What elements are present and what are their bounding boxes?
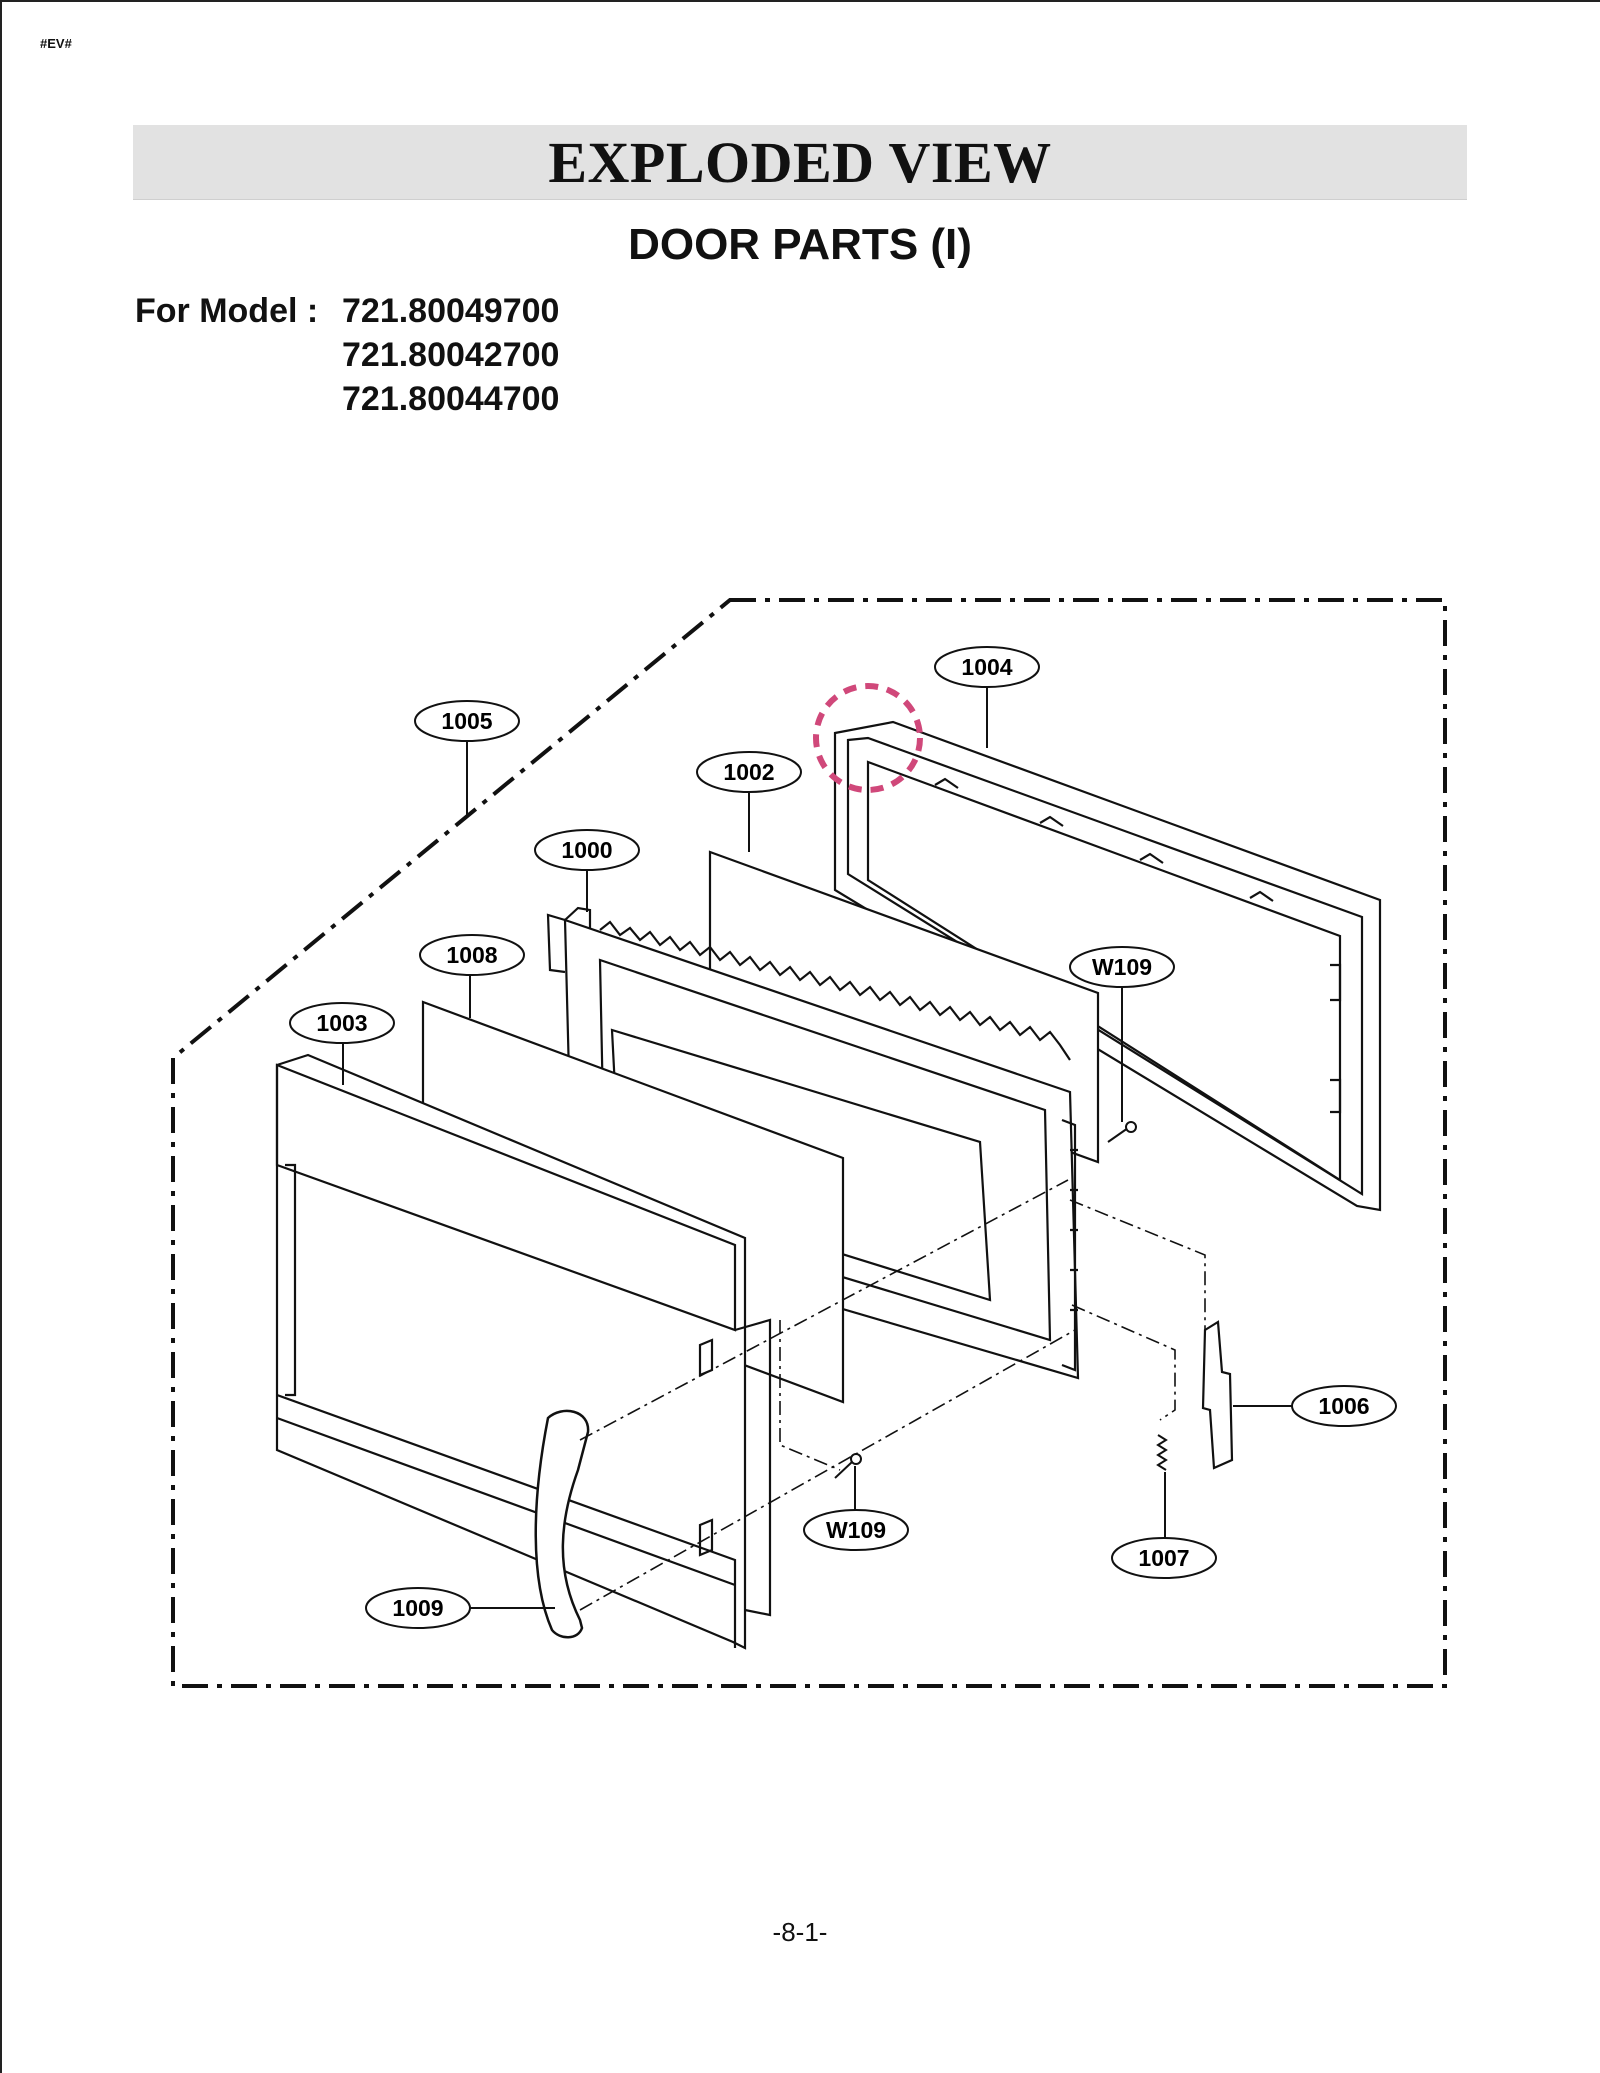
diagram-boundary	[171, 598, 1447, 1688]
callout-1002: 1002	[696, 751, 802, 793]
callout-label: 1005	[441, 708, 492, 734]
model-number: 721.80044700	[342, 380, 560, 418]
callout-1007: 1007	[1111, 1537, 1217, 1579]
part-1009-handle	[534, 1409, 590, 1639]
leader-lines	[342, 687, 1293, 1609]
callout-w109-top: W109	[1069, 946, 1175, 988]
callout-1004: 1004	[934, 646, 1040, 688]
callout-label: 1008	[446, 942, 497, 968]
callout-label: 1002	[723, 759, 774, 785]
part-w109-screw	[1107, 1121, 1137, 1143]
callout-label: 1000	[561, 837, 612, 863]
title-banner: EXPLODED VIEW	[133, 125, 1467, 200]
callout-label: 1004	[961, 654, 1012, 680]
callout-1009: 1009	[365, 1587, 471, 1629]
callout-label: W109	[1092, 954, 1152, 980]
model-number: 721.80049700	[342, 292, 560, 330]
model-number: 721.80042700	[342, 336, 560, 374]
callout-1008: 1008	[419, 934, 525, 976]
callout-1003: 1003	[289, 1002, 395, 1044]
callout-1000: 1000	[534, 829, 640, 871]
highlight-circle	[813, 683, 923, 793]
callout-1006: 1006	[1291, 1385, 1397, 1427]
model-label: For Model :	[135, 292, 319, 330]
part-1003-outer-door	[275, 1053, 772, 1650]
page-number: -8-1-	[772, 1917, 828, 1947]
callout-label: 1006	[1318, 1393, 1369, 1419]
document-tag: #EV#	[40, 36, 72, 51]
callout-label: 1007	[1138, 1545, 1189, 1571]
callout-label: 1009	[392, 1595, 443, 1621]
callout-label: 1003	[316, 1010, 367, 1036]
callout-label: W109	[826, 1517, 886, 1543]
part-1007-spring	[1156, 1434, 1168, 1471]
callout-w109-bottom: W109	[803, 1509, 909, 1551]
callout-1005: 1005	[414, 700, 520, 742]
assembly-guides	[579, 1179, 1206, 1611]
section-title: DOOR PARTS (I)	[628, 220, 972, 269]
banner-title: EXPLODED VIEW	[548, 129, 1052, 195]
part-1004-frame	[833, 720, 1382, 1212]
part-1006-latch	[1201, 1320, 1234, 1470]
